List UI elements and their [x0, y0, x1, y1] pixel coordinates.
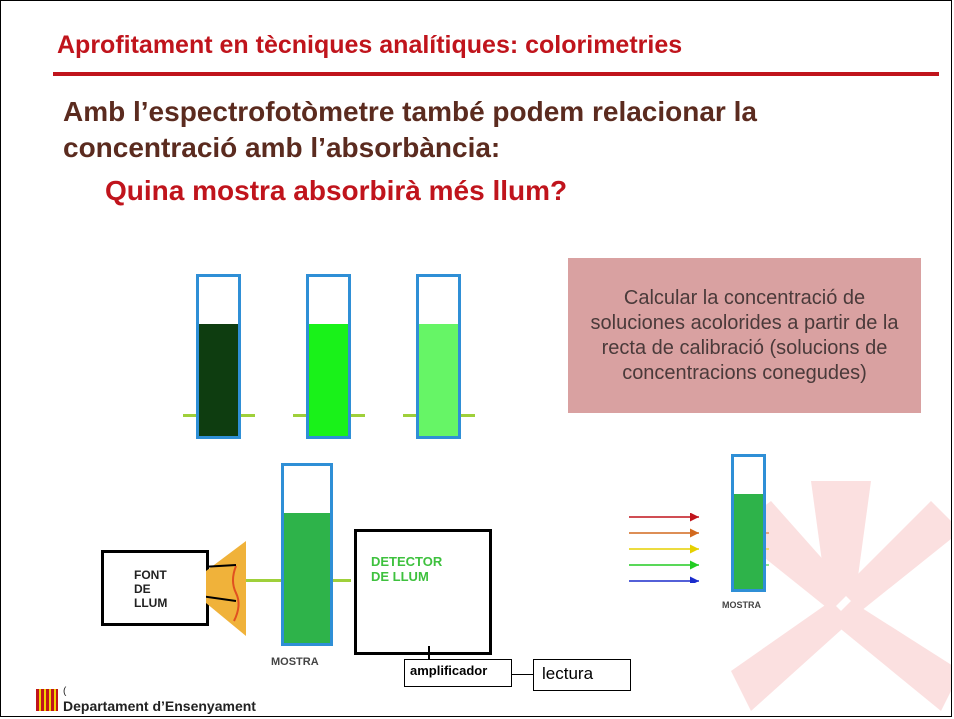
amplifier-label: amplificador — [410, 663, 488, 678]
slide-subtitle: Amb l’espectrofotòmetre també podem rela… — [63, 96, 757, 163]
sample-tube-right-liquid — [734, 494, 763, 589]
tube-liquid-dark — [199, 324, 238, 436]
amp-to-reading-line — [512, 674, 533, 675]
sample-tube — [281, 463, 333, 646]
light-beam-cone — [206, 541, 246, 636]
sample-label: MOSTRA — [271, 656, 319, 668]
test-tube-medium — [306, 274, 351, 439]
detector-box — [354, 529, 492, 655]
reading-label: lectura — [542, 664, 594, 683]
sample-tube-right — [731, 454, 766, 592]
generalitat-logo-icon — [36, 689, 58, 711]
test-tube-dark — [196, 274, 241, 439]
tube-liquid-medium — [309, 324, 348, 436]
sample-tube-liquid — [284, 513, 330, 643]
slide-question: Quina mostra absorbirà més llum? — [105, 175, 568, 206]
reading-box: lectura — [533, 659, 631, 691]
amplifier-box: amplificador — [404, 659, 512, 687]
test-tube-light — [416, 274, 461, 439]
sample-label-right: MOSTRA — [722, 600, 761, 610]
department-name: Departament d’Ensenyament — [63, 698, 256, 714]
light-source-label: FONT DE LLUM — [134, 568, 168, 610]
footer-small-text: ( — [63, 686, 67, 697]
tube-liquid-light — [419, 324, 458, 436]
title-underline — [53, 72, 939, 76]
slide-title: Aprofitament en tècniques analítiques: c… — [57, 31, 683, 59]
info-box: Calcular la concentració de soluciones a… — [568, 258, 921, 413]
detector-connector — [428, 646, 430, 660]
detector-label: DETECTOR DE LLUM — [371, 554, 443, 584]
info-box-text: Calcular la concentració de soluciones a… — [590, 286, 899, 384]
